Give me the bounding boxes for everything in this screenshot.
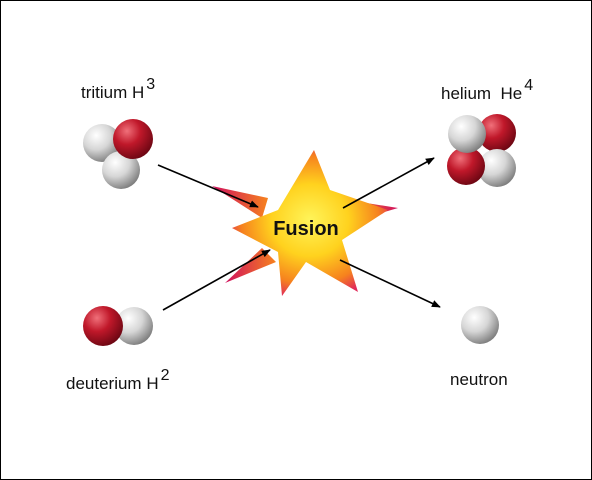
neutron-label-text: neutron <box>450 370 508 389</box>
neutron-particle <box>115 307 153 345</box>
arrow-deuterium-to-fusion <box>162 249 271 311</box>
neutron-particle <box>83 124 121 162</box>
arrow-fusion-to-helium <box>342 157 435 209</box>
deuterium-label-text: deuterium H <box>66 374 159 393</box>
arrow-fusion-to-neutron <box>339 259 441 308</box>
fusion-label: Fusion <box>273 218 339 240</box>
tritium-mass-number: 3 <box>146 76 156 93</box>
tritium-nucleus <box>83 119 153 189</box>
helium-mass-number: 4 <box>524 77 534 94</box>
helium-label-text: helium He <box>441 84 523 103</box>
deuterium-nucleus <box>83 306 153 346</box>
proton-particle <box>447 147 485 185</box>
proton-particle <box>83 306 123 346</box>
arrow-tritium-to-fusion <box>157 164 259 208</box>
neutron-particle <box>102 151 140 189</box>
neutron-label: neutron <box>450 370 508 390</box>
tritium-label-text: tritium H <box>81 83 145 102</box>
deuterium-mass-number: 2 <box>160 367 170 384</box>
star-tip-lower-left <box>225 248 276 283</box>
proton-particle <box>478 114 516 152</box>
neutron-particle <box>461 306 499 344</box>
helium-nucleus <box>447 114 516 187</box>
proton-particle <box>113 119 153 159</box>
star-body <box>232 150 388 296</box>
neutron-particle <box>448 115 486 153</box>
neutron-particle <box>478 149 516 187</box>
